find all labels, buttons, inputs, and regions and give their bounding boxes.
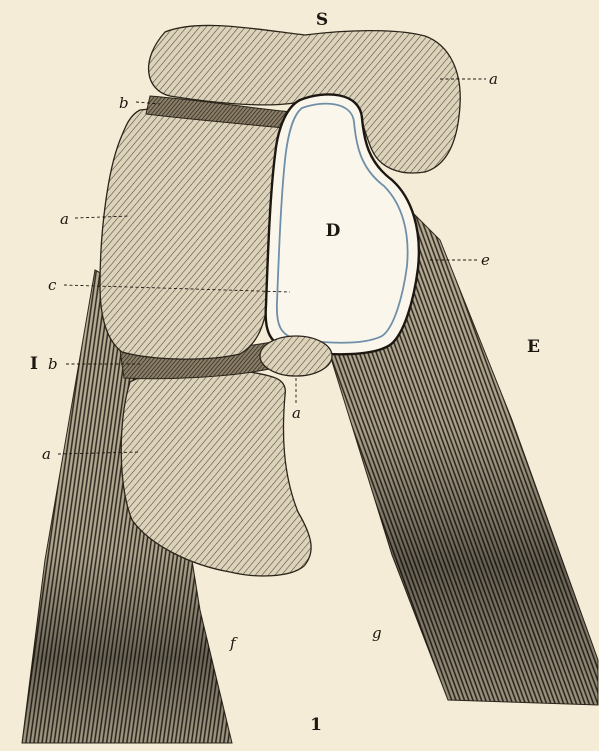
label-g: g	[372, 624, 382, 642]
label-a-small: a	[292, 404, 301, 422]
label-b-upper: b	[119, 94, 129, 112]
label-f: f	[229, 634, 238, 652]
label-E: E	[527, 337, 540, 357]
label-a-upper: a	[489, 70, 498, 88]
label-e: e	[481, 251, 490, 269]
small-oval-a	[260, 336, 332, 376]
label-a-left: a	[60, 210, 69, 228]
label-I: I	[30, 354, 38, 374]
label-b-lower: b	[48, 355, 58, 373]
label-a-lower: a	[42, 445, 51, 463]
label-D: D	[326, 221, 341, 241]
label-S: S	[316, 10, 328, 30]
label-c: c	[48, 276, 57, 294]
middle-body-a	[100, 107, 286, 359]
figure-number: 1	[310, 715, 322, 735]
